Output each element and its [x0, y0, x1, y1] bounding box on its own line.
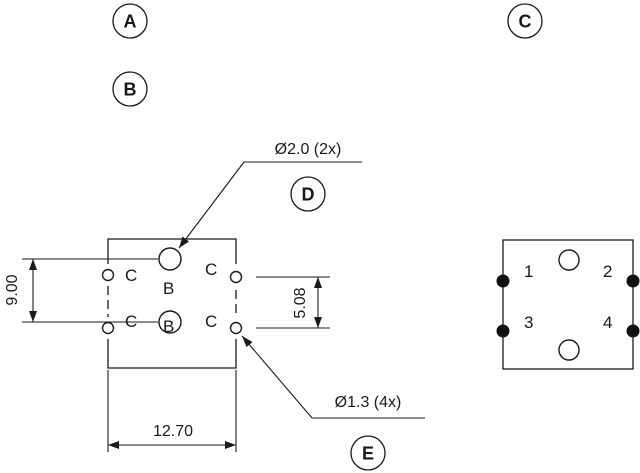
- pin-2-number: 2: [603, 262, 612, 281]
- label-b-bottom: B: [163, 317, 174, 336]
- dimension-pin-pitch-value: 5.08: [292, 287, 309, 318]
- callout-a-letter: A: [124, 12, 137, 32]
- pin-1: [496, 274, 510, 288]
- label-c-top-right: C: [205, 260, 217, 279]
- callout-d: D: [290, 176, 326, 212]
- label-c-top-left: C: [125, 266, 137, 285]
- footprint-holes: [101, 247, 243, 335]
- callout-b: B: [112, 71, 148, 107]
- large-hole-top: [158, 247, 182, 271]
- callout-e: E: [350, 435, 386, 471]
- small-hole-bottom-left: [101, 321, 115, 335]
- callout-c: C: [507, 3, 543, 39]
- callout-c-letter: C: [519, 12, 532, 32]
- dimension-width: 12.70: [107, 370, 237, 452]
- pin-4: [626, 324, 640, 338]
- component-top-hole: [558, 249, 580, 271]
- label-b-top: B: [163, 279, 174, 298]
- component-bottom-hole: [558, 339, 580, 361]
- callout-a: A: [112, 3, 148, 39]
- dimension-height: 9.00: [4, 258, 158, 323]
- callout-d-letter: D: [302, 185, 315, 205]
- small-hole-top-right: [229, 270, 243, 284]
- small-hole-diameter: Ø1.3 (4x): [335, 394, 402, 411]
- leader-small-hole: Ø1.3 (4x): [241, 335, 425, 419]
- dimension-pin-pitch: 5.08: [256, 276, 330, 329]
- small-hole-bottom-right: [229, 321, 243, 335]
- callout-e-letter: E: [362, 444, 374, 464]
- component-body: [502, 239, 634, 370]
- pin-2: [626, 274, 640, 288]
- pin-3: [496, 324, 510, 338]
- large-hole-diameter: Ø2.0 (2x): [275, 141, 342, 158]
- pin-4-number: 4: [603, 313, 612, 332]
- dimension-width-value: 12.70: [153, 423, 193, 440]
- large-hole-bottom: [158, 310, 182, 334]
- callout-b-letter: B: [124, 80, 137, 100]
- pin-1-number: 1: [524, 262, 533, 281]
- hole-labels: C C C C B B: [125, 260, 217, 336]
- dimension-height-value: 9.00: [4, 274, 21, 305]
- leader-large-hole: Ø2.0 (2x): [178, 141, 362, 249]
- pin-3-number: 3: [524, 313, 533, 332]
- footprint-outline: [107, 238, 237, 369]
- component-view: 1 2 3 4: [496, 239, 640, 370]
- small-hole-top-left: [101, 268, 115, 282]
- label-c-bottom-right: C: [205, 312, 217, 331]
